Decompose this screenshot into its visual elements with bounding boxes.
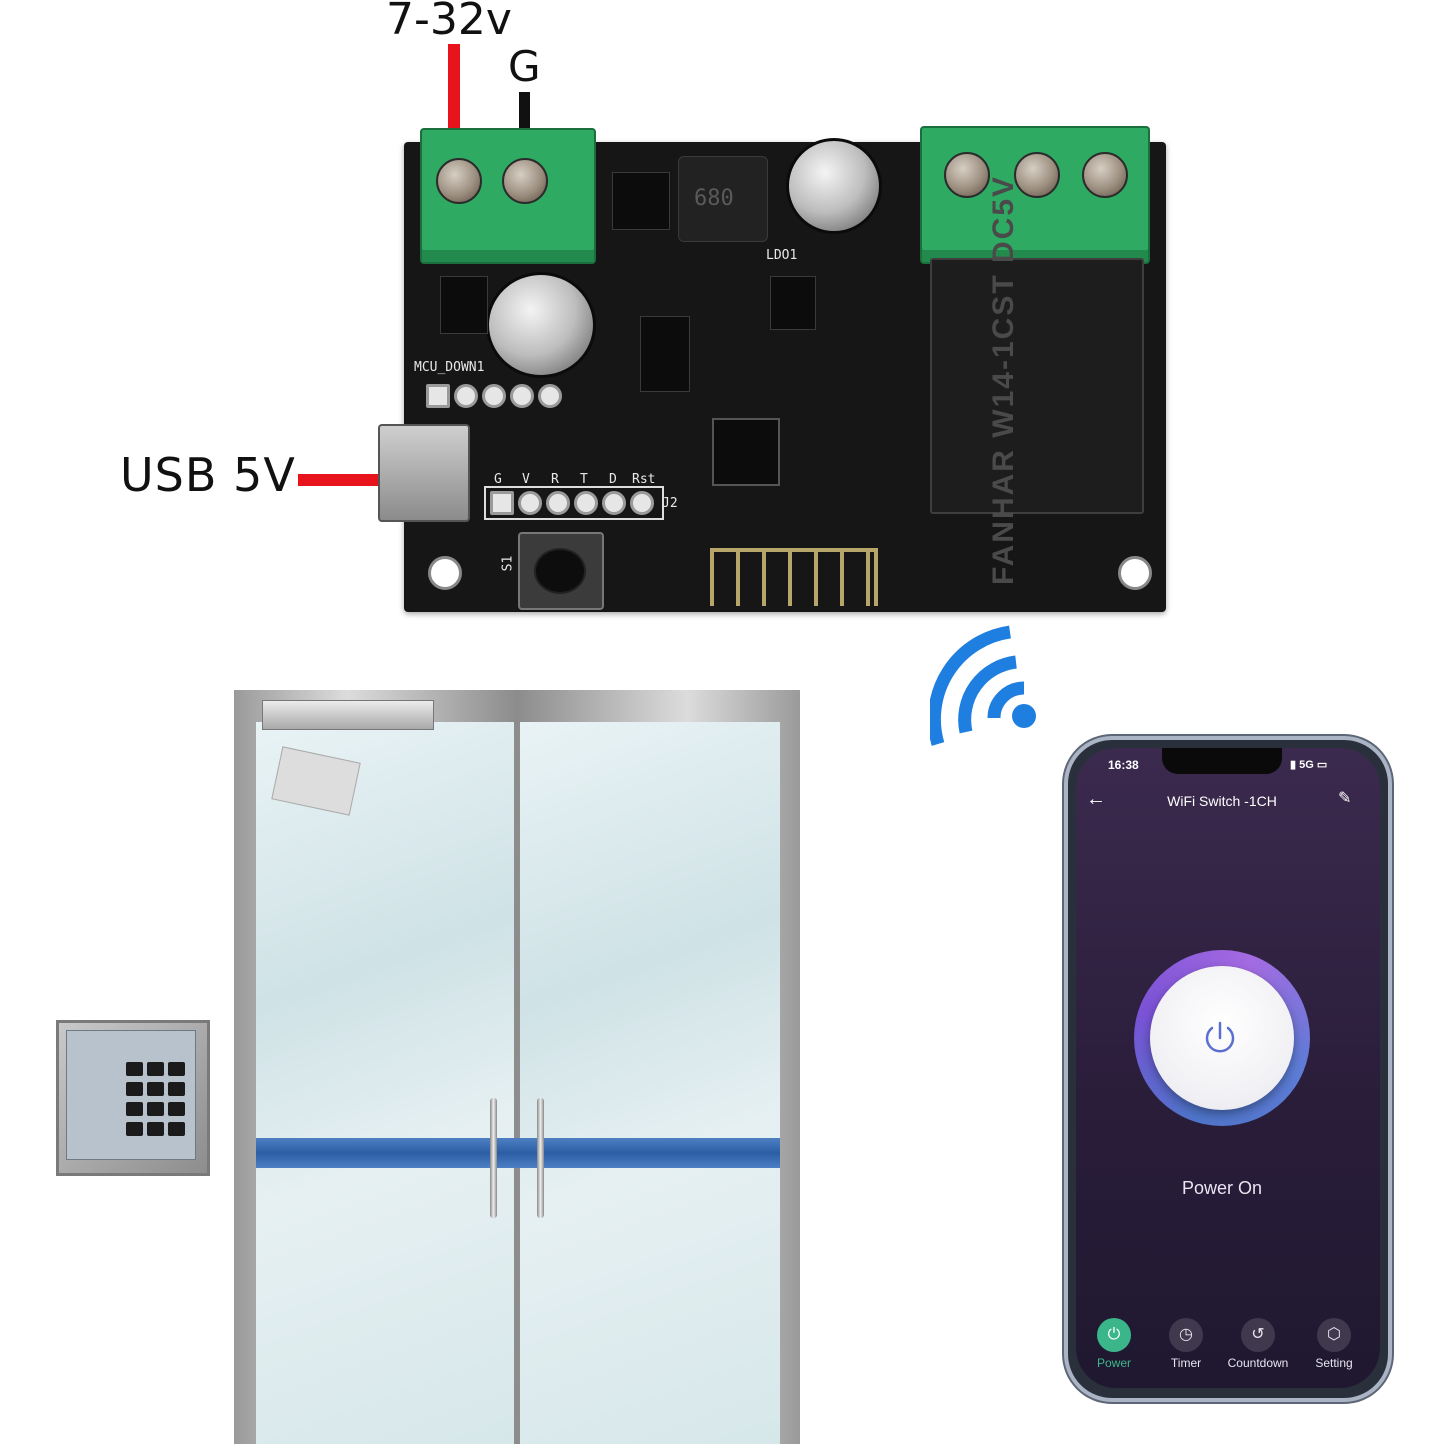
terminal-screw bbox=[1082, 152, 1128, 198]
relay-marking: FANHAR W14-1CST DC5V bbox=[987, 174, 1020, 586]
countdown-icon: ↺ bbox=[1241, 1318, 1275, 1352]
keypad-key bbox=[126, 1122, 143, 1136]
programming-header bbox=[484, 486, 664, 520]
app-title: WiFi Switch -1CH bbox=[1167, 793, 1277, 809]
door-panel-right bbox=[520, 722, 780, 1444]
power-icon bbox=[1205, 1021, 1235, 1053]
mounting-hole bbox=[1118, 556, 1152, 590]
keypad-key bbox=[126, 1102, 143, 1116]
signal-icon: ▮ bbox=[1290, 759, 1297, 771]
ic-chip bbox=[770, 276, 816, 330]
reset-button[interactable] bbox=[534, 548, 586, 594]
pin-label-v: V bbox=[522, 472, 530, 487]
door-handle bbox=[490, 1098, 497, 1218]
nav-label: Power bbox=[1096, 1356, 1131, 1370]
inductor-code: 680 bbox=[694, 186, 734, 211]
power-icon: ⏻ bbox=[1097, 1318, 1131, 1352]
terminal-screw bbox=[436, 158, 482, 204]
timer-icon: ◷ bbox=[1169, 1318, 1203, 1352]
pencil-icon[interactable]: ✎ bbox=[1338, 790, 1352, 807]
arrow-left-icon[interactable]: ← bbox=[1086, 788, 1106, 810]
ground-label: G bbox=[508, 42, 541, 91]
header-pin bbox=[546, 491, 570, 515]
keypad-key bbox=[147, 1082, 164, 1096]
keypad-key bbox=[126, 1082, 143, 1096]
door-handle bbox=[537, 1098, 544, 1218]
power-button[interactable] bbox=[1150, 966, 1294, 1110]
ic-chip bbox=[612, 172, 670, 230]
nav-item-setting[interactable]: ⬡ Setting bbox=[1296, 1310, 1372, 1370]
header-pin bbox=[602, 491, 626, 515]
button-label-s1: S1 bbox=[500, 555, 516, 572]
keypad-key bbox=[168, 1062, 185, 1076]
network-type: 5G bbox=[1299, 759, 1314, 771]
header-label-j2: J2 bbox=[662, 496, 678, 511]
header-pin bbox=[538, 384, 562, 408]
micro-usb-port bbox=[378, 424, 470, 522]
diode bbox=[440, 276, 488, 334]
header-pin bbox=[454, 384, 478, 408]
mounting-hole bbox=[428, 556, 462, 590]
bottom-nav: ⏻ Power ◷ Timer ↺ Countdown ⬡ Setting bbox=[1076, 1310, 1380, 1388]
header-pin bbox=[518, 491, 542, 515]
usb-label: USB 5V bbox=[120, 448, 296, 502]
magnetic-lock bbox=[262, 700, 434, 730]
ic-chip bbox=[640, 316, 690, 392]
keypad-key bbox=[168, 1082, 185, 1096]
regulator-label: LDO1 bbox=[766, 248, 798, 263]
nav-item-power[interactable]: ⏻ Power bbox=[1076, 1310, 1152, 1370]
terminal-screw bbox=[502, 158, 548, 204]
nav-item-timer[interactable]: ◷ Timer bbox=[1148, 1310, 1224, 1370]
relay bbox=[930, 258, 1144, 514]
keypad-key bbox=[147, 1122, 164, 1136]
nav-item-countdown[interactable]: ↺ Countdown bbox=[1220, 1310, 1296, 1370]
header-pin bbox=[426, 384, 450, 408]
header-pin bbox=[574, 491, 598, 515]
header-pin bbox=[630, 491, 654, 515]
wifi-signal-icon bbox=[930, 625, 1036, 746]
header-pin bbox=[510, 384, 534, 408]
pin-label-rst: Rst bbox=[632, 472, 656, 487]
nav-label: Setting bbox=[1315, 1356, 1353, 1370]
pin-label-g: G bbox=[494, 472, 502, 487]
door-panel-left bbox=[256, 722, 514, 1444]
electrolytic-capacitor bbox=[486, 272, 596, 378]
battery-icon: ▭ bbox=[1316, 759, 1328, 771]
header-pin bbox=[482, 384, 506, 408]
esp-module-chip bbox=[712, 418, 780, 486]
inductor bbox=[678, 156, 768, 242]
status-network: ▮ 5G ▭ bbox=[1290, 758, 1327, 771]
power-status: Power On bbox=[1181, 1178, 1263, 1198]
terminal-screw bbox=[1014, 152, 1060, 198]
pcb-antenna bbox=[710, 548, 878, 606]
nav-label: Timer bbox=[1170, 1356, 1202, 1370]
setting-icon: ⬡ bbox=[1317, 1318, 1351, 1352]
pin-label-t: T bbox=[580, 472, 588, 487]
voltage-label: 7-32v bbox=[386, 0, 512, 45]
header-pin bbox=[490, 491, 514, 515]
phone-notch bbox=[1162, 748, 1282, 774]
keypad-key bbox=[168, 1122, 185, 1136]
mcu-down-label: MCU_DOWN1 bbox=[414, 360, 485, 375]
keypad-key bbox=[168, 1102, 185, 1116]
pin-label-d: D bbox=[609, 472, 617, 487]
electrolytic-capacitor bbox=[786, 138, 882, 234]
terminal-screw bbox=[944, 152, 990, 198]
keypad-key bbox=[147, 1102, 164, 1116]
nav-label: Countdown bbox=[1227, 1356, 1289, 1370]
pin-label-r: R bbox=[551, 472, 559, 487]
keypad-key bbox=[147, 1062, 164, 1076]
status-time: 16:38 bbox=[1108, 758, 1139, 772]
keypad-key bbox=[126, 1062, 143, 1076]
door-push-bar bbox=[256, 1138, 780, 1168]
